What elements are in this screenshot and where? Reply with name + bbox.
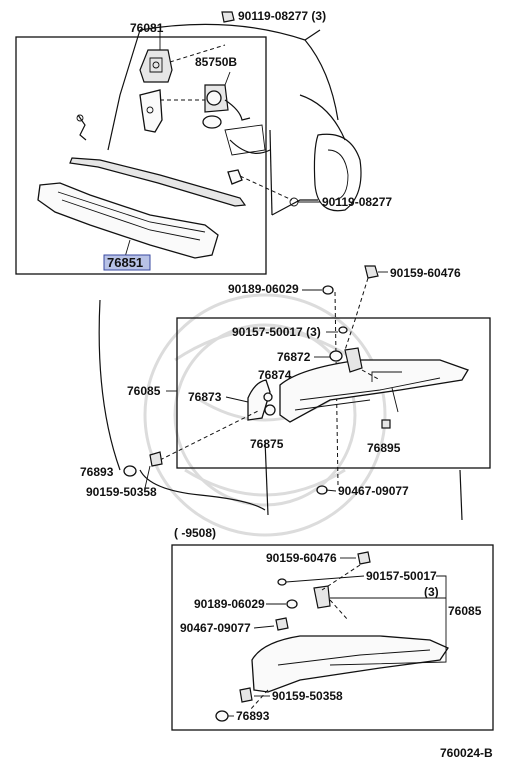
label-90467-09077-a: 90467-09077 [338,484,409,498]
label-76895: 76895 [367,441,401,455]
bolt-icon [123,451,163,477]
label-76873: 76873 [188,390,222,404]
label-90189-06029-b: 90189-06029 [194,597,265,611]
label-76085-a: 76085 [127,384,161,398]
bolt-icon [221,11,235,23]
label-85750b: 85750B [195,55,237,69]
label-76085-b: 76085 [448,604,482,618]
label-90119-08277: 90119-08277 [322,195,392,209]
highlight-box[interactable] [103,254,151,271]
label-90189-06029-a: 90189-06029 [228,282,299,296]
label-76081: 76081 [130,21,164,35]
label-qty-3: (3) [424,585,439,599]
striker-bracket-part [139,89,205,133]
label-76893-b: 76893 [236,709,270,723]
label-76851[interactable]: 76851 [107,255,143,270]
lock-bracket-part [139,49,173,83]
bumper-garnish-part [37,182,219,259]
upper-moulding-part [69,157,247,207]
label-90159-50358-b: 90159-50358 [272,689,343,703]
bumper-group-box [15,36,267,275]
spoiler-group-box-2 [171,544,494,731]
nut-icon [322,265,379,295]
label-90467-09077-b: 90467-09077 [180,621,251,635]
vehicle-outline [98,23,463,521]
label-76893-a: 76893 [80,465,114,479]
label-90119-08277-3: 90119-08277 (3) [238,9,326,23]
rod-part [76,114,87,141]
bracket-part-2 [275,578,331,631]
label-90157-50017-b: 90157-50017 [366,569,437,583]
label-76872: 76872 [277,350,311,364]
lock-assembly-part [202,84,251,129]
period-label: ( -9508) [174,526,216,540]
rear-spoiler-part [279,359,469,423]
label-76875: 76875 [250,437,284,451]
label-90159-60476-b: 90159-60476 [266,551,337,565]
rear-spoiler-part-2 [251,635,449,693]
label-76874: 76874 [258,368,292,382]
clip-part [227,169,299,207]
label-90157-50017-3: 90157-50017 (3) [232,325,321,339]
bracket-part [329,347,363,373]
diagram-code: 760024-B [440,746,493,760]
label-90159-50358-a: 90159-50358 [86,485,157,499]
spoiler-group-box [176,317,491,469]
label-90159-60476-a: 90159-60476 [390,266,461,280]
